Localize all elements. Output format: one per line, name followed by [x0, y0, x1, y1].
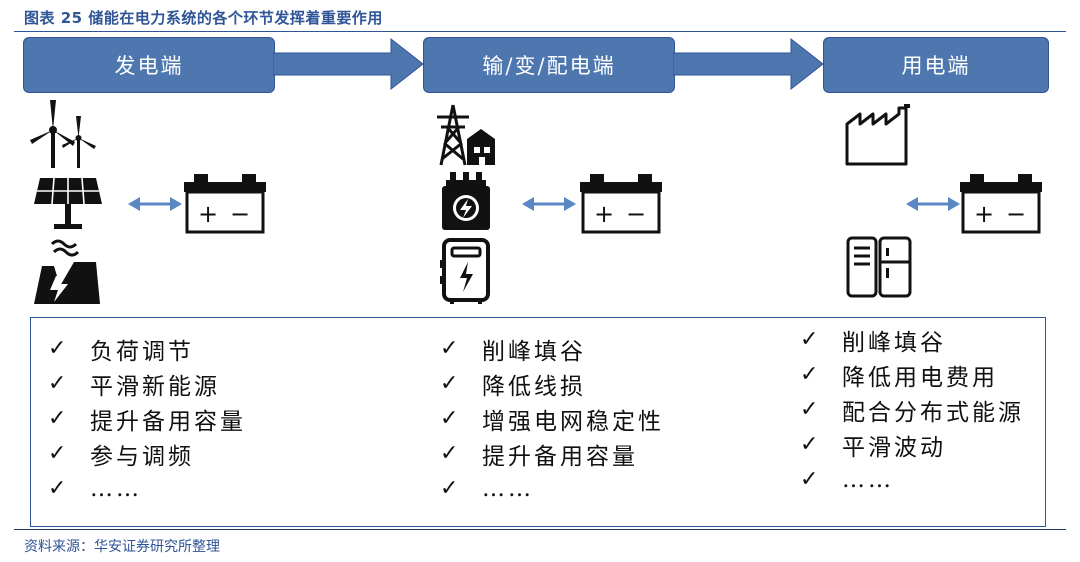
battery-minus-label: −	[626, 200, 646, 228]
check-icon: ✓	[800, 397, 819, 422]
consumption-functions-list: ✓削峰填谷 ✓降低用电费用 ✓配合分布式能源 ✓平滑波动 ✓……	[800, 322, 1024, 497]
check-icon: ✓	[48, 441, 67, 466]
bidirectional-arrow-icon	[906, 197, 960, 211]
list-item: ✓平滑新能源	[48, 371, 220, 400]
list-item: ✓削峰填谷	[800, 327, 946, 356]
battery-icon: + −	[580, 174, 662, 234]
stage-consumption: 用电端	[823, 37, 1049, 93]
check-icon: ✓	[48, 336, 67, 361]
check-icon: ✓	[440, 441, 459, 466]
transmission-functions-list: ✓削峰填谷 ✓降低线损 ✓增强电网稳定性 ✓提升备用容量 ✓……	[440, 331, 664, 506]
flow-arrow-icon	[673, 37, 824, 91]
bidirectional-arrow-icon	[128, 197, 182, 211]
transmission-tower-icon	[437, 104, 495, 166]
battery-icon: + −	[184, 174, 266, 234]
list-item: ✓……	[800, 466, 894, 493]
check-icon: ✓	[800, 362, 819, 387]
list-item: ✓负荷调节	[48, 336, 194, 365]
check-icon: ✓	[48, 476, 67, 501]
transformer-icon	[442, 172, 490, 230]
appliance-icon	[846, 236, 912, 298]
list-item: ✓……	[440, 475, 534, 502]
source-note: 资料来源：华安证券研究所整理	[24, 539, 220, 555]
generation-functions-list: ✓负荷调节 ✓平滑新能源 ✓提升备用容量 ✓参与调频 ✓……	[48, 331, 246, 506]
battery-icon: + −	[960, 174, 1042, 234]
check-icon: ✓	[440, 476, 459, 501]
battery-plus-label: +	[974, 200, 994, 228]
list-item: ✓平滑波动	[800, 432, 946, 461]
battery-minus-label: −	[1006, 200, 1026, 228]
list-item: ✓提升备用容量	[48, 406, 246, 435]
bottom-rule	[14, 529, 1066, 530]
list-item: ✓削峰填谷	[440, 336, 586, 365]
figure-title: 图表 25 储能在电力系统的各个环节发挥着重要作用	[24, 9, 383, 27]
stage-transmission: 输/变/配电端	[423, 37, 675, 93]
check-icon: ✓	[800, 467, 819, 492]
check-icon: ✓	[800, 327, 819, 352]
functions-box	[30, 317, 1046, 527]
check-icon: ✓	[48, 406, 67, 431]
top-rule	[14, 31, 1066, 32]
wind-turbine-icon	[30, 100, 96, 168]
power-plant-icon	[34, 239, 100, 304]
check-icon: ✓	[440, 371, 459, 396]
list-item: ✓参与调频	[48, 441, 194, 470]
check-icon: ✓	[440, 406, 459, 431]
list-item: ✓配合分布式能源	[800, 397, 1024, 426]
check-icon: ✓	[440, 336, 459, 361]
stage-generation: 发电端	[23, 37, 275, 93]
check-icon: ✓	[48, 371, 67, 396]
distribution-box-icon	[440, 238, 490, 304]
list-item: ✓降低用电费用	[800, 362, 998, 391]
factory-icon	[845, 104, 910, 166]
check-icon: ✓	[800, 432, 819, 457]
list-item: ✓增强电网稳定性	[440, 406, 664, 435]
list-item: ✓降低线损	[440, 371, 586, 400]
battery-plus-label: +	[594, 200, 614, 228]
list-item: ✓……	[48, 475, 142, 502]
bidirectional-arrow-icon	[522, 197, 576, 211]
list-item: ✓提升备用容量	[440, 441, 638, 470]
solar-panel-icon	[34, 177, 102, 229]
battery-plus-label: +	[198, 200, 218, 228]
battery-minus-label: −	[230, 200, 250, 228]
flow-arrow-icon	[273, 37, 424, 91]
